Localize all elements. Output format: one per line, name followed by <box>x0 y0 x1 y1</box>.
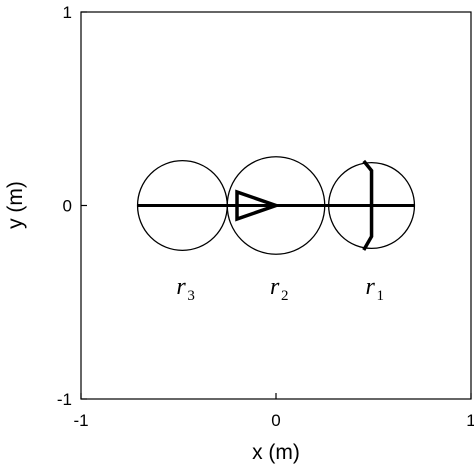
x-tick-label: -1 <box>73 411 88 430</box>
y-tick-label: 0 <box>63 197 72 216</box>
y-tick-label: -1 <box>57 390 72 409</box>
label-r3-subscript: 3 <box>187 288 195 304</box>
diagram-shapes <box>136 156 416 255</box>
axis-ticks: -1 0 1 -1 0 1 <box>57 3 474 430</box>
label-r2-subscript: 2 <box>281 288 289 304</box>
bracket-marker <box>362 159 374 251</box>
y-tick-label: 1 <box>63 3 72 22</box>
x-tick-label: 1 <box>466 411 474 430</box>
label-r3: r <box>176 274 186 300</box>
x-tick-label: 0 <box>271 411 280 430</box>
triangle-marker <box>235 189 282 222</box>
label-r1: r <box>366 274 376 300</box>
y-axis-label: y (m) <box>4 181 27 229</box>
x-axis-label: x (m) <box>252 441 300 464</box>
label-r1-subscript: 1 <box>377 288 385 304</box>
label-r2: r <box>270 274 280 300</box>
